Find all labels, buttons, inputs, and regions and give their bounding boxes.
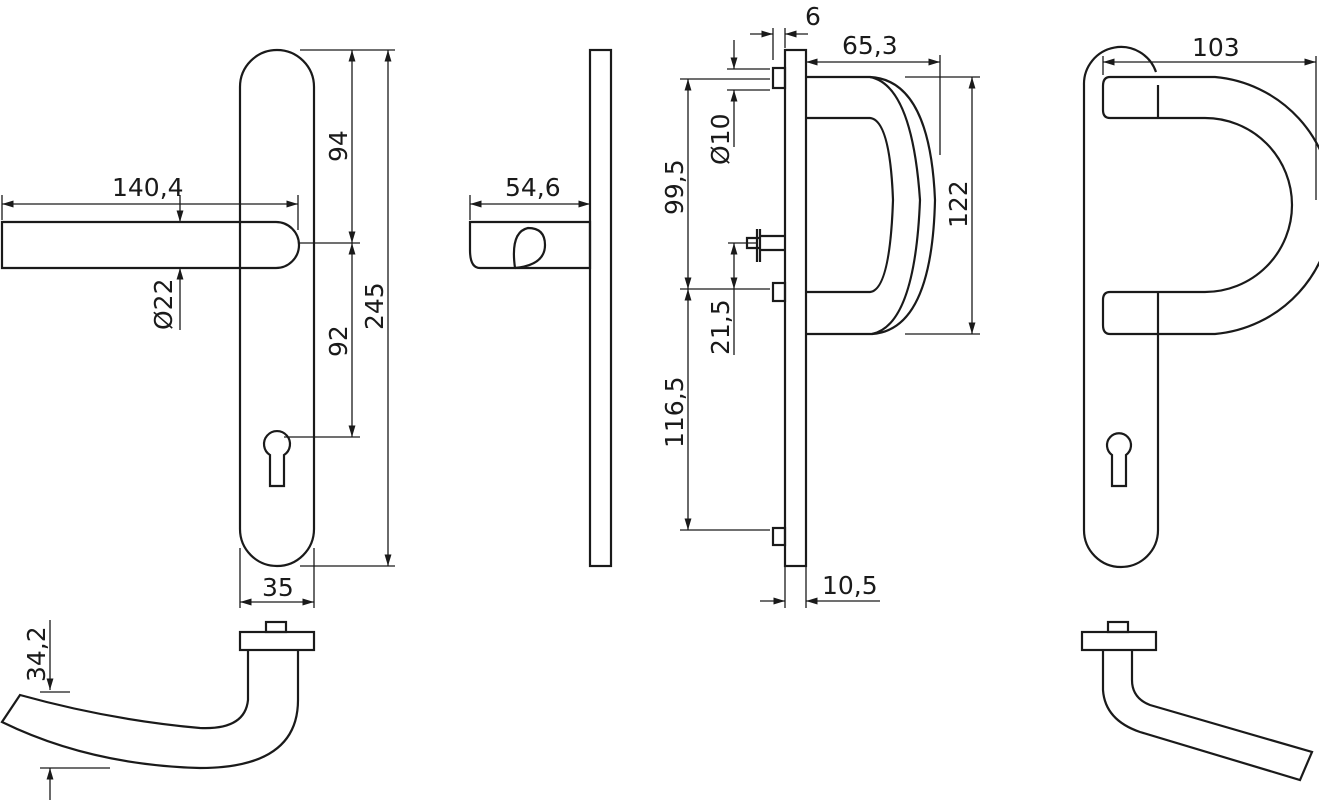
dim-plate-height: 245 xyxy=(360,282,389,330)
lever-top-view: 34,2 xyxy=(0,620,316,800)
dim-pin-diameter: Ø10 xyxy=(706,114,735,166)
lever-top-view-right xyxy=(1080,620,1314,782)
lever-outline xyxy=(0,220,301,270)
dim-handle-height: 122 xyxy=(944,180,973,228)
dim-lever-projection: 54,6 xyxy=(505,173,561,202)
side-view-pull-handle: 6 65,3 122 Ø10 99,5 116,5 21,5 10,5 xyxy=(660,2,980,608)
pull-handle-outline xyxy=(1101,75,1319,336)
backplate-outline xyxy=(238,48,316,568)
dim-upper-distance: 94 xyxy=(324,130,353,162)
backplate-outline-pull xyxy=(1082,45,1160,569)
dim-lever-drop: 34,2 xyxy=(22,626,51,682)
dim-handle-width: 103 xyxy=(1192,33,1240,62)
dim-lower-distance: 92 xyxy=(324,325,353,357)
dim-plate-width: 35 xyxy=(262,573,294,602)
dim-lower-fixing: 116,5 xyxy=(660,376,689,448)
plate-side-pull xyxy=(783,48,808,568)
plate-side xyxy=(588,48,613,568)
dim-lever-diameter: Ø22 xyxy=(149,279,178,331)
dim-handle-projection: 65,3 xyxy=(842,31,898,60)
dim-spindle-offset: 21,5 xyxy=(706,299,735,355)
keyhole-icon xyxy=(1105,432,1133,488)
keyhole-icon xyxy=(262,430,292,488)
dim-plate-thickness: 6 xyxy=(805,2,821,31)
dim-base-thickness: 10,5 xyxy=(822,571,878,600)
dim-upper-fixing: 99,5 xyxy=(660,159,689,215)
front-view-pull-handle: 103 xyxy=(1082,33,1319,569)
dim-lever-length: 140,4 xyxy=(112,173,184,202)
side-view-lever: 54,6 xyxy=(468,48,613,568)
front-view-lever-plate: 140,4 Ø22 94 92 245 35 xyxy=(0,48,395,608)
